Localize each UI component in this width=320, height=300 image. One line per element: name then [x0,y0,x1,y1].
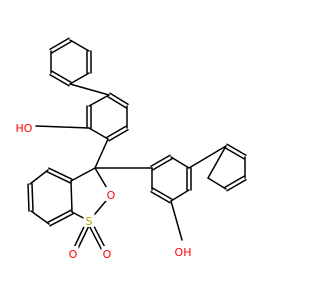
atom-label-background [83,213,95,227]
single-bond [70,180,73,213]
double-bond-line [152,187,173,201]
atom-label-sulfonyl-o2: O [103,248,112,261]
single-bond [170,200,183,241]
chemical-structure-diagram: HO OH O S O O [15,37,247,261]
double-bond-line [109,92,129,106]
double-bond-line [49,37,70,51]
double-bond-line [226,178,247,192]
atom-label-background [105,187,117,201]
atom-label-background [174,244,192,258]
double-bond-line [150,190,171,204]
atom-label-oh-lower: OH [175,246,192,259]
single-bond [35,125,90,129]
double-bond-line [49,213,74,227]
double-bond-line [224,175,245,189]
double-bond-line [49,73,70,87]
single-bond [69,39,90,52]
single-bond [88,127,109,140]
single-bond [29,169,49,185]
atom-label-background [67,246,79,260]
atom-label-background [101,246,113,260]
double-bond-line [46,171,71,184]
bond-lines [27,37,247,250]
single-bond [207,145,227,179]
single-bond [94,138,109,169]
single-bond [88,94,110,107]
double-bond-line [150,154,171,168]
double-bond-line [108,128,129,142]
double-bond-line [106,125,127,139]
double-bond-line [107,95,127,109]
double-bond-line [51,70,72,84]
single-bond [69,72,90,85]
atom-label-ring-o: O [107,189,116,202]
double-bond-line [47,209,72,223]
single-bond [188,145,227,169]
double-bond-line [27,183,30,212]
double-bond-line [226,143,247,157]
atom-label-background [15,120,33,134]
double-bond-line [31,183,34,212]
double-bond-line [48,167,73,180]
atom-labels: HO OH O S O O [15,120,192,261]
atom-label-sulfur: S [86,215,93,228]
single-bond [30,210,50,225]
single-bond [207,177,227,190]
atom-label-sulfonyl-o1: O [69,248,78,261]
single-bond [170,189,190,202]
double-bond-line [152,157,173,171]
double-bond-line [224,146,245,160]
atom-label-oh-upper: HO [16,122,33,135]
single-bond [70,167,96,182]
single-bond [69,83,110,96]
double-bond-line [51,40,72,54]
single-bond [170,156,190,169]
